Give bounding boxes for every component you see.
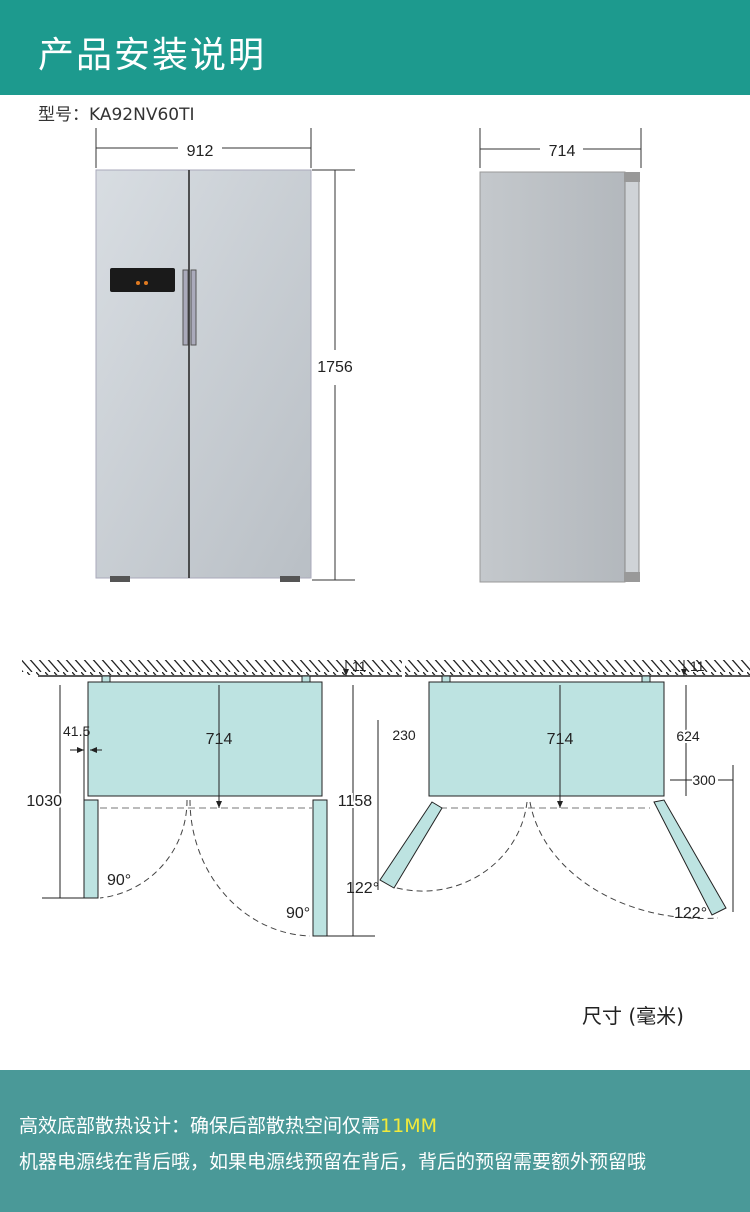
side-view: 714 [479, 128, 642, 583]
model-number: 型号：KA92NV60TI [38, 100, 195, 125]
model-label: 型号： [38, 105, 89, 125]
depth-dimension: 714 [549, 143, 576, 160]
angle-left-label: 90° [107, 872, 131, 889]
side-clearance-left-label: 230 [392, 727, 416, 743]
footer-line-2: 机器电源线在背后哦，如果电源线预留在背后，背后的预留需要额外预留哦 [19, 1151, 647, 1173]
depth-label: 714 [206, 731, 233, 748]
open-depth-left-label: 1030 [26, 793, 62, 810]
width-dimension: 912 [187, 143, 214, 160]
footer-line-1-text: 高效底部散热设计：确保后部散热空间仅需 [19, 1115, 381, 1137]
hinge-depth-label: 624 [676, 728, 700, 744]
control-panel [110, 268, 175, 292]
angle-right-label: 122° [674, 905, 707, 922]
unit-note: 尺寸 (毫米) [582, 1004, 684, 1028]
page-title: 产品安装说明 [38, 35, 267, 76]
header-banner: 产品安装说明 [0, 0, 750, 95]
angle-right-label: 90° [286, 905, 310, 922]
height-dimension: 1756 [317, 359, 353, 376]
footer-highlight: 11MM [380, 1115, 437, 1137]
hinge-offset-label: 41.5 [63, 723, 90, 739]
model-value: KA92NV60TI [89, 105, 195, 125]
footer-line-1: 高效底部散热设计：确保后部散热空间仅需11MM [19, 1111, 437, 1138]
wall-gap-label: 11 [352, 658, 367, 674]
side-clearance-right-label: 300 [692, 772, 716, 788]
open-depth-right-label: 1158 [338, 793, 373, 810]
fridge-front [95, 169, 312, 579]
angle-left-label: 122° [346, 880, 379, 897]
top-view-90-degree: 11 714 41.5 1030 90° 1158 90° [22, 658, 402, 937]
front-view: 912 1756 [95, 128, 355, 582]
footer-banner: 高效底部散热设计：确保后部散热空间仅需11MM 机器电源线在背后哦，如果电源线预… [0, 1070, 750, 1212]
wall-gap-label: 11 [690, 658, 705, 674]
depth-label: 714 [547, 731, 574, 748]
top-view-122-degree: 11 714 230 624 300 122° 122° [346, 658, 750, 922]
installation-diagram: 912 1756 714 11 714 41.5 [22, 128, 750, 937]
fridge-side [479, 171, 626, 583]
